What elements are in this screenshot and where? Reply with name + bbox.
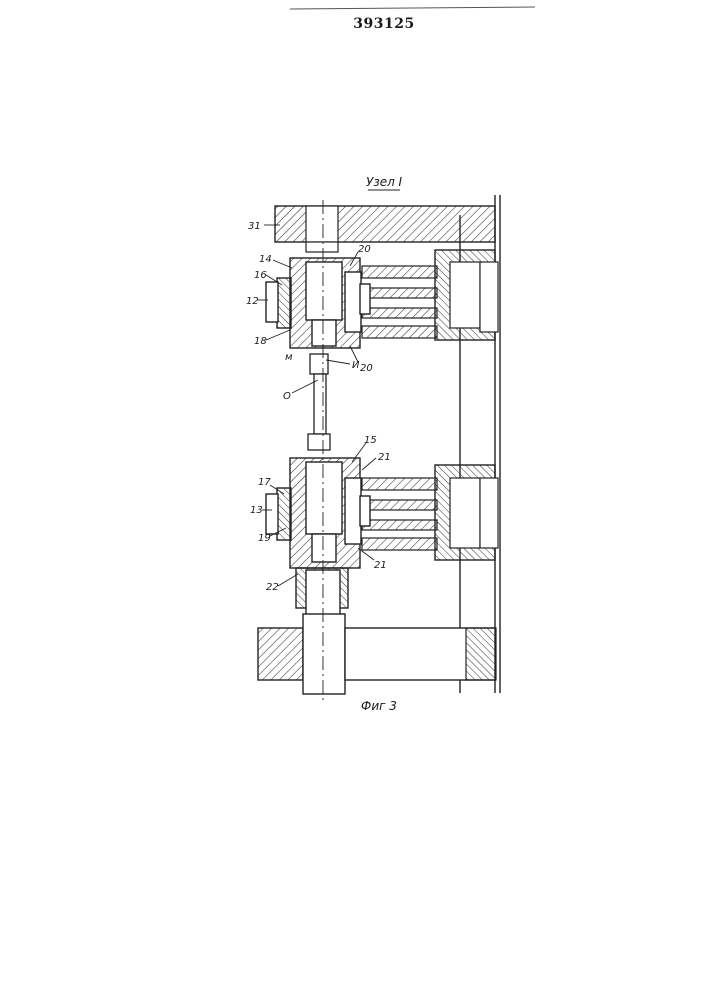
callout-22: 22 [266,582,279,593]
top-beam-31 [275,206,495,252]
callout-12: 12 [246,296,259,307]
workpiece-spindle [308,354,330,450]
upper-arms [362,266,437,338]
callout-13: 13 [250,505,263,516]
callout-m: м [285,352,293,363]
callout-20-bottom: 20 [360,363,373,374]
callout-18: 18 [254,336,267,347]
lower-clamp-body [266,458,370,616]
callout-15: 15 [364,435,377,446]
callout-16: 16 [254,270,267,281]
view-label: Узел I [366,175,403,189]
callout-31: 31 [248,221,261,232]
callout-i: И [352,360,360,371]
callout-14: 14 [259,254,272,265]
callout-21-top: 21 [378,452,391,463]
callout-19: 19 [258,533,271,544]
callout-17: 17 [258,477,271,488]
upper-clamp-body [266,258,370,348]
scan-edge-line [290,7,535,9]
callout-21-bottom: 21 [374,560,387,571]
callout-20-top: 20 [358,244,371,255]
figure-caption: Фиг 3 [361,699,397,713]
upper-right-housing [435,250,498,340]
callout-o: О [283,391,291,402]
lower-right-housing [435,465,498,560]
lower-arms [362,478,437,550]
